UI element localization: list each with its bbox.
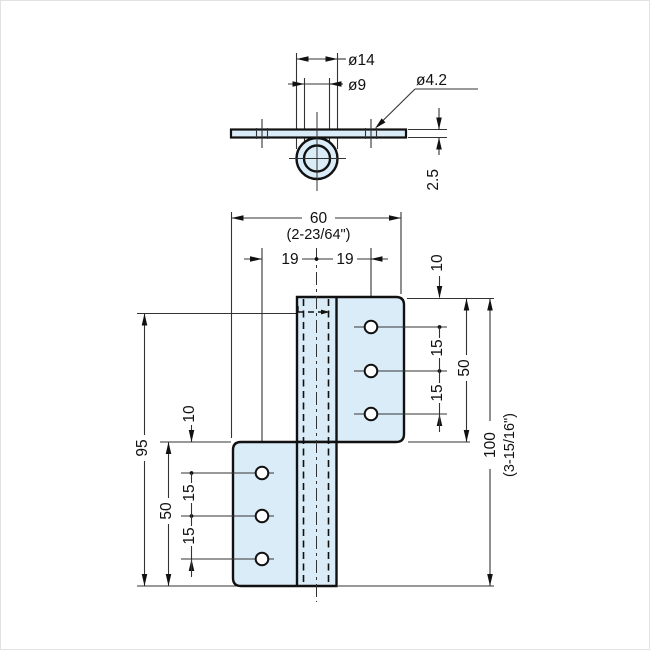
screw-hole	[254, 551, 270, 567]
arrowhead	[165, 574, 172, 586]
arrowhead	[436, 286, 443, 298]
dim-left-pitch2-label: 15	[181, 527, 198, 544]
knuckle-centerlines	[289, 112, 346, 191]
dim-width-inch-label: (2-23/64")	[287, 227, 351, 243]
screw-hole	[363, 406, 379, 422]
arrowhead	[463, 430, 470, 442]
arrowhead	[436, 117, 442, 130]
dim-left-leaf-50: 50	[158, 442, 175, 586]
dim-left-pitch1-label: 15	[181, 484, 198, 501]
arrowhead	[141, 313, 148, 326]
dim-overall-100: 100 (3-15/16")	[482, 298, 518, 586]
dim-left-span-label: 95	[134, 439, 151, 456]
arrowhead	[165, 442, 172, 454]
dim-right-leaf-label: 50	[456, 359, 473, 377]
dim-left-chain: 10 15 15	[181, 405, 198, 577]
dim-left-span-95: 95	[134, 313, 151, 586]
top-section-view: ø14 ø9 ø4.2 2.5	[229, 52, 478, 191]
right-leaf-plate	[295, 295, 406, 444]
dim-pitch-19: 19 19	[244, 251, 388, 268]
dim-left-edge-label: 10	[181, 405, 198, 423]
dim-pitch-right-label: 19	[336, 251, 353, 268]
dim-dia14-label: ø14	[348, 52, 375, 69]
arrowhead	[436, 137, 442, 150]
hidden-pin-lines	[302, 299, 330, 585]
dim-right-pitch2-label: 15	[429, 384, 446, 401]
dim-overall-height-label: 100	[482, 432, 499, 458]
screw-hole	[254, 465, 270, 481]
arrowhead	[375, 118, 386, 129]
dim-dia42-leader: ø4.2	[375, 72, 478, 129]
screw-hole	[363, 319, 379, 335]
dim-width-label: 60	[310, 210, 328, 227]
arrowhead	[487, 298, 493, 311]
screw-holes	[254, 319, 379, 567]
dim-right-leaf-50: 50	[456, 298, 473, 442]
left-leaf-plate	[231, 440, 338, 588]
dim-dia9: ø9	[288, 77, 366, 94]
arrowhead	[250, 256, 262, 262]
chain-tick	[314, 257, 319, 261]
dim-left-leaf-label: 50	[158, 502, 175, 520]
arrowhead	[370, 256, 383, 262]
dim-dia42-label: ø4.2	[416, 72, 447, 89]
dim-right-edge-label: 10	[429, 254, 446, 272]
front-view: 60 (2-23/64") 19 19 10 15 1	[134, 210, 518, 602]
arrowhead	[325, 56, 338, 62]
arrowhead	[231, 215, 244, 221]
arrowhead	[389, 215, 401, 221]
arrowhead	[296, 56, 309, 62]
arrowhead	[292, 81, 305, 87]
arrowhead	[141, 574, 148, 586]
screw-hole-section-marks	[255, 119, 378, 148]
arrowhead	[487, 574, 493, 586]
dim-overall-height-inch-label: (3-15/16")	[502, 413, 518, 477]
dim-dia9-label: ø9	[348, 77, 366, 94]
dim-thickness-label: 2.5	[425, 169, 442, 191]
screw-hole	[363, 363, 379, 379]
knuckle-strip-edges	[295, 297, 338, 586]
arrowhead	[321, 309, 330, 315]
screw-hole	[254, 508, 270, 524]
knuckle-section	[289, 112, 346, 191]
dim-width-60: 60 (2-23/64")	[231, 210, 401, 243]
arrowhead	[188, 430, 195, 442]
hinge-plate-section	[229, 128, 408, 139]
hidden-curl-indicator	[297, 306, 330, 315]
arrowhead	[329, 81, 342, 87]
arrowhead	[463, 298, 470, 311]
dim-right-pitch1-label: 15	[429, 339, 446, 356]
dim-pitch-left-label: 19	[281, 251, 298, 268]
dim-thickness: 2.5	[408, 108, 447, 191]
dim-dia14: ø14	[296, 52, 375, 69]
dim-right-chain: 10 15 15	[429, 254, 446, 432]
